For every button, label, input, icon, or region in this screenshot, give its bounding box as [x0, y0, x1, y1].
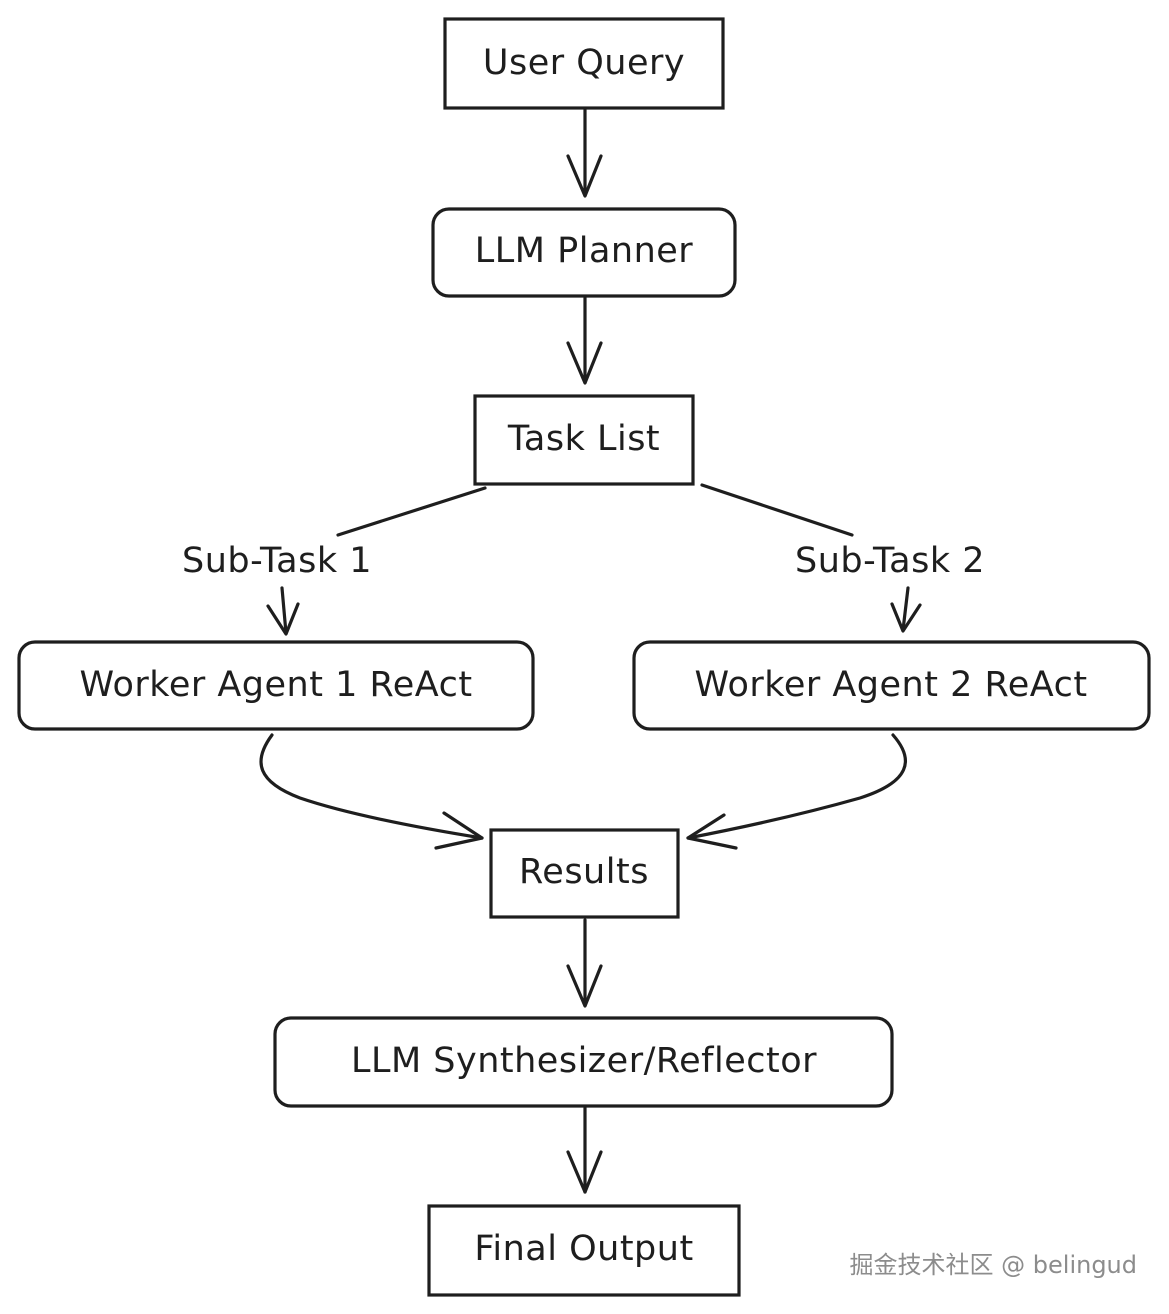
node-user-query-label: User Query: [483, 43, 685, 83]
edge-sub-task-1-to-worker-1: [280, 586, 288, 635]
edge-worker-1-to-results: [259, 733, 484, 840]
sub-task-1-label: Sub-Task 1: [182, 541, 372, 581]
edges: [259, 108, 922, 1194]
node-results-label: Results: [519, 852, 649, 892]
node-user-query: User Query: [443, 17, 725, 110]
node-synthesizer-label: LLM Synthesizer/Reflector: [351, 1041, 817, 1081]
node-final-output: Final Output: [427, 1204, 741, 1297]
node-worker-agent-2-label: Worker Agent 2 ReAct: [694, 665, 1087, 705]
edge-label-sub-task-1: Sub-Task 1: [182, 541, 372, 581]
edge-sub-task-2-to-worker-2: [901, 586, 910, 632]
node-llm-planner-box: [431, 207, 737, 298]
node-results: Results: [489, 828, 680, 919]
arrowhead-results-right: [686, 813, 738, 850]
node-worker-agent-2: Worker Agent 2 ReAct: [632, 640, 1151, 731]
node-synthesizer-box: [273, 1016, 894, 1108]
sub-task-2-label: Sub-Task 2: [795, 541, 985, 581]
arrowhead-results-left: [434, 811, 484, 850]
node-task-list: Task List: [473, 394, 695, 486]
node-task-list-label: Task List: [507, 419, 660, 459]
node-llm-planner-label: LLM Planner: [475, 231, 693, 271]
node-user-query-box: [443, 17, 725, 110]
arrowhead-worker-2: [890, 602, 922, 633]
node-worker-agent-1: Worker Agent 1 ReAct: [17, 640, 535, 731]
node-final-output-label: Final Output: [474, 1229, 693, 1269]
arrowhead-task-list: [566, 341, 603, 385]
node-synthesizer: LLM Synthesizer/Reflector: [273, 1016, 894, 1108]
node-llm-planner: LLM Planner: [431, 207, 737, 298]
edge-label-sub-task-2: Sub-Task 2: [795, 541, 985, 581]
edge-task-list-to-sub-task-1: [336, 486, 487, 537]
arrowhead-synthesizer: [566, 964, 603, 1008]
edge-worker-2-to-results: [686, 733, 908, 840]
arrowhead-llm-planner: [566, 154, 603, 198]
edge-task-list-to-sub-task-2: [700, 483, 854, 537]
node-worker-agent-1-box: [17, 640, 535, 731]
node-results-box: [489, 828, 680, 919]
arrowhead-final-output: [566, 1150, 603, 1194]
node-final-output-box: [427, 1204, 741, 1297]
node-task-list-box: [473, 394, 695, 486]
arrowhead-worker-1: [266, 602, 300, 636]
node-worker-agent-1-label: Worker Agent 1 ReAct: [79, 665, 472, 705]
node-worker-agent-2-box: [632, 640, 1151, 731]
watermark: 掘金技术社区 @ belingud: [849, 1251, 1137, 1279]
